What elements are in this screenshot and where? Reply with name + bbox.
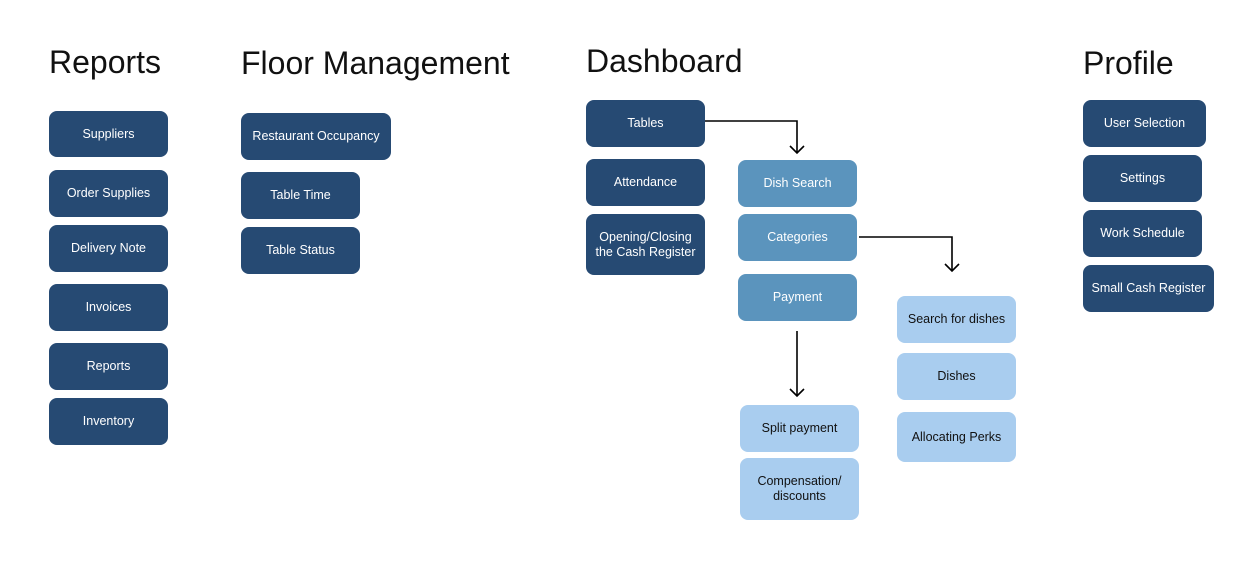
box-table-status[interactable]: Table Status [241, 227, 360, 274]
box-payment[interactable]: Payment [738, 274, 857, 321]
box-reports[interactable]: Reports [49, 343, 168, 390]
arrow-categories-to-search-for-dishes [859, 236, 953, 270]
box-delivery-note[interactable]: Delivery Note [49, 225, 168, 272]
box-allocating-perks[interactable]: Allocating Perks [897, 412, 1016, 462]
box-restaurant-occupancy[interactable]: Restaurant Occupancy [241, 113, 391, 160]
box-user-selection[interactable]: User Selection [1083, 100, 1206, 147]
box-search-for-dishes[interactable]: Search for dishes [897, 296, 1016, 343]
reports-title: Reports [49, 44, 162, 80]
arrow-categories-head [944, 263, 960, 273]
dashboard-title: Dashboard [586, 43, 743, 79]
box-invoices[interactable]: Invoices [49, 284, 168, 331]
box-inventory[interactable]: Inventory [49, 398, 168, 445]
box-dishes[interactable]: Dishes [897, 353, 1016, 400]
box-settings[interactable]: Settings [1083, 155, 1202, 202]
box-work-schedule[interactable]: Work Schedule [1083, 210, 1202, 257]
box-categories[interactable]: Categories [738, 214, 857, 261]
arrow-payment-head [789, 388, 805, 398]
box-order-supplies[interactable]: Order Supplies [49, 170, 168, 217]
box-compensation-discounts[interactable]: Compensation/ discounts [740, 458, 859, 520]
box-opening-closing-cash-register[interactable]: Opening/Closing the Cash Register [586, 214, 705, 275]
arrow-tables-to-dish-search-head [789, 145, 805, 155]
box-small-cash-register[interactable]: Small Cash Register [1083, 265, 1214, 312]
profile-title: Profile [1083, 45, 1174, 81]
box-table-time[interactable]: Table Time [241, 172, 360, 219]
floor-management-title: Floor Management [241, 45, 510, 81]
box-split-payment[interactable]: Split payment [740, 405, 859, 452]
box-tables[interactable]: Tables [586, 100, 705, 147]
box-dish-search[interactable]: Dish Search [738, 160, 857, 207]
arrow-tables-to-dish-search [705, 120, 798, 152]
box-suppliers[interactable]: Suppliers [49, 111, 168, 157]
box-attendance[interactable]: Attendance [586, 159, 705, 206]
